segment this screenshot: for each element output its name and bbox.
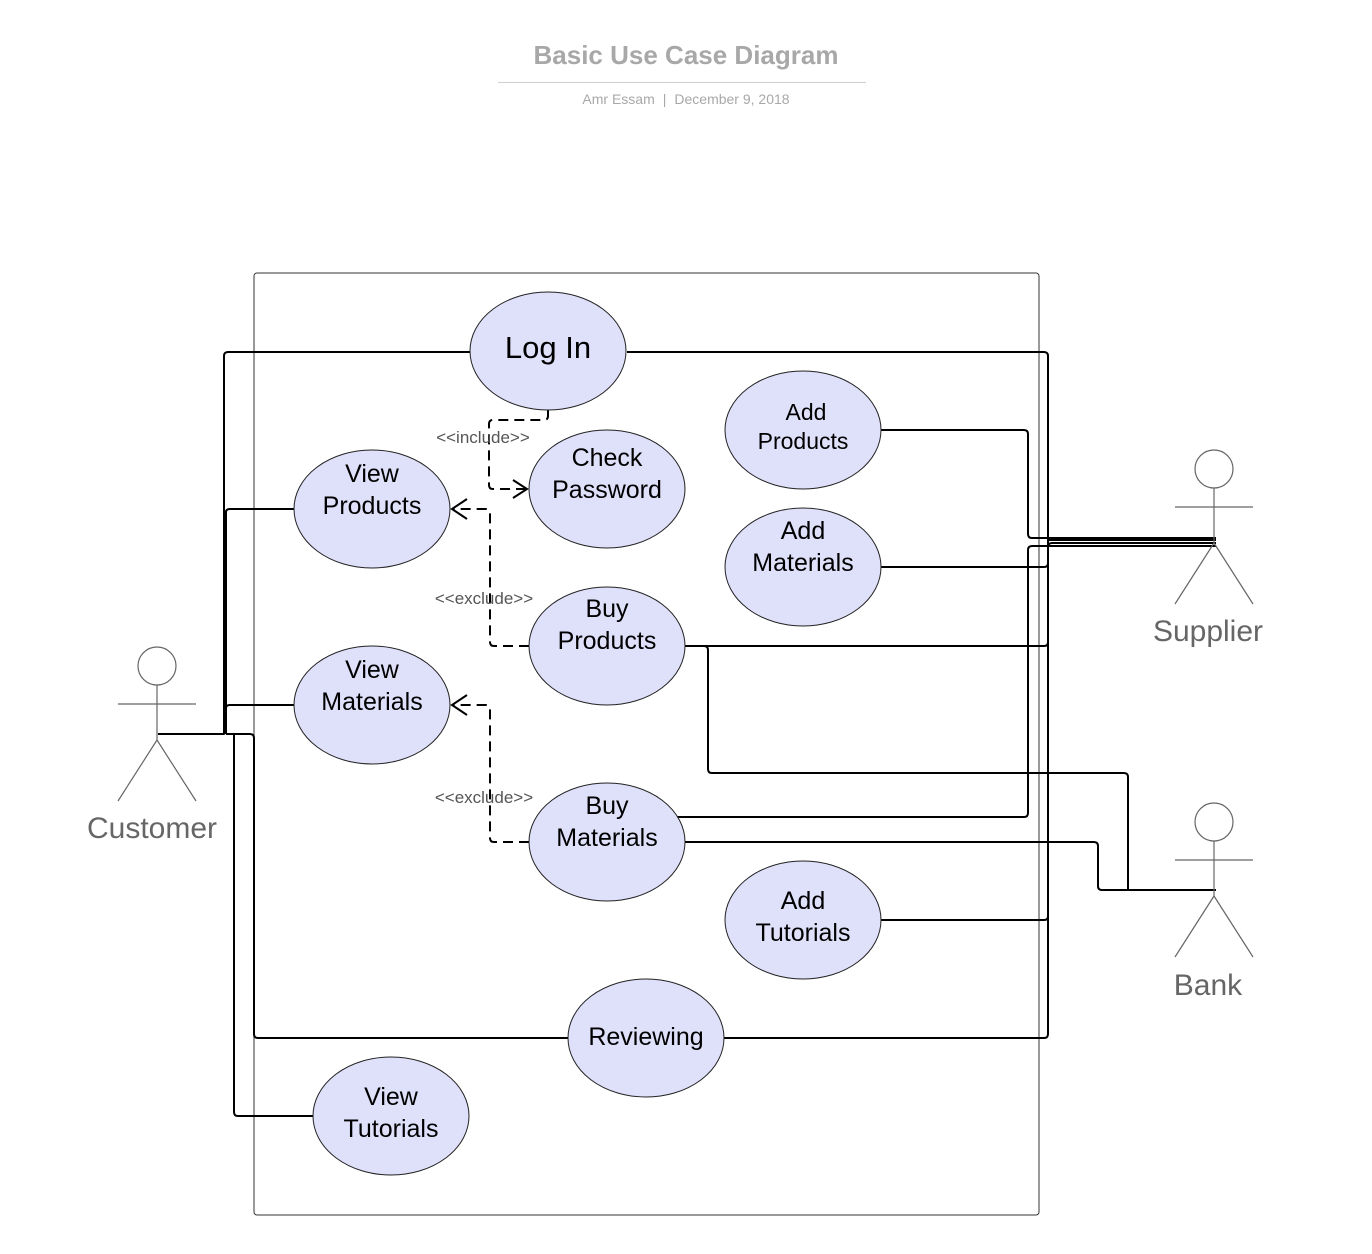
actor-bank[interactable]: Bank (1174, 802, 1254, 1002)
use-case-label-line1: Buy (585, 595, 629, 623)
supplier-add-tutorials-link (881, 915, 1049, 921)
use-case-view-materials[interactable]: View Materials (293, 645, 451, 765)
customer-login-link (158, 351, 470, 735)
use-case-label-line1: Add (781, 517, 825, 545)
use-case-add-products[interactable]: Add Products (724, 370, 882, 490)
include-arrowhead (512, 479, 529, 499)
supplier-add-products-link (881, 429, 1216, 539)
use-case-buy-materials[interactable]: Buy Materials (528, 782, 686, 902)
use-case-log-in[interactable]: Log In (469, 291, 627, 411)
use-case-label-line1: Buy (585, 792, 629, 820)
stick-figure-icon (1174, 802, 1254, 958)
customer-view-products-link (225, 508, 294, 734)
use-case-add-tutorials[interactable]: Add Tutorials (724, 860, 882, 980)
dependency-relations: <<include>> <<exclude>> <<exclude>> (435, 410, 549, 843)
use-case-label: Reviewing (588, 1023, 703, 1051)
customer-view-materials-link (225, 704, 294, 734)
use-case-label-line1: View (364, 1083, 419, 1111)
diagram-title: Basic Use Case Diagram (533, 40, 839, 70)
customer-view-tutorials-link (226, 733, 313, 1117)
actor-customer[interactable]: Customer (87, 646, 217, 845)
exclude-dependency-line-1 (452, 508, 529, 647)
use-case-label-line2: Tutorials (344, 1115, 439, 1143)
use-case-label-line2: Products (323, 492, 422, 520)
exclude-arrowhead-2 (450, 694, 468, 716)
use-case-label: Log In (505, 330, 591, 365)
use-case-buy-products[interactable]: Buy Products (528, 586, 686, 706)
actor-label: Supplier (1153, 615, 1263, 648)
use-case-label-line1: View (345, 460, 400, 488)
use-case-label-line2: Materials (556, 824, 657, 852)
use-case-add-materials[interactable]: Add Materials (724, 507, 882, 627)
use-case-label-line2: Tutorials (756, 919, 851, 947)
meta-separator: | (662, 91, 667, 107)
title-divider (498, 82, 866, 83)
actor-label: Customer (87, 812, 217, 845)
supplier-add-materials-link (881, 542, 1216, 568)
exclude-label-2: <<exclude>> (435, 788, 533, 807)
author-name: Amr Essam (582, 91, 655, 107)
associations (158, 351, 1216, 1117)
actor-label: Bank (1174, 969, 1243, 1002)
supplier-buy-materials-link (675, 545, 1216, 818)
use-case-label-line2: Materials (752, 549, 853, 577)
diagram-date: December 9, 2018 (674, 91, 790, 107)
use-case-check-password[interactable]: Check Password (528, 429, 686, 549)
actor-supplier[interactable]: Supplier (1153, 449, 1263, 648)
use-case-view-products[interactable]: View Products (293, 449, 451, 569)
bank-buy-materials-link (685, 841, 1216, 891)
stick-figure-icon (1174, 449, 1254, 605)
stick-figure-icon (117, 646, 197, 802)
supplier-buy-products-link (685, 641, 1049, 647)
exclude-arrowhead-1 (450, 498, 468, 520)
use-case-label-line1: View (345, 656, 400, 684)
use-case-label-line1: Add (786, 399, 827, 425)
customer-reviewing-link (226, 733, 568, 1039)
use-case-label-line2: Products (558, 627, 657, 655)
include-label: <<include>> (436, 428, 530, 447)
use-case-reviewing[interactable]: Reviewing (567, 978, 725, 1098)
bank-buy-products-link (685, 645, 1216, 891)
exclude-label-1: <<exclude>> (435, 589, 533, 608)
exclude-dependency-line-2 (452, 704, 529, 843)
use-case-label-line1: Add (781, 887, 825, 915)
diagram-meta: Amr Essam | December 9, 2018 (0, 91, 1372, 107)
use-case-view-tutorials[interactable]: View Tutorials (312, 1056, 470, 1176)
use-case-label-line2: Password (552, 476, 662, 504)
include-dependency-line (488, 410, 549, 490)
use-case-label-line2: Products (758, 428, 849, 454)
use-case-label-line2: Materials (321, 688, 422, 716)
supplier-trunk (627, 351, 1049, 1039)
use-case-label-line1: Check (572, 444, 643, 472)
